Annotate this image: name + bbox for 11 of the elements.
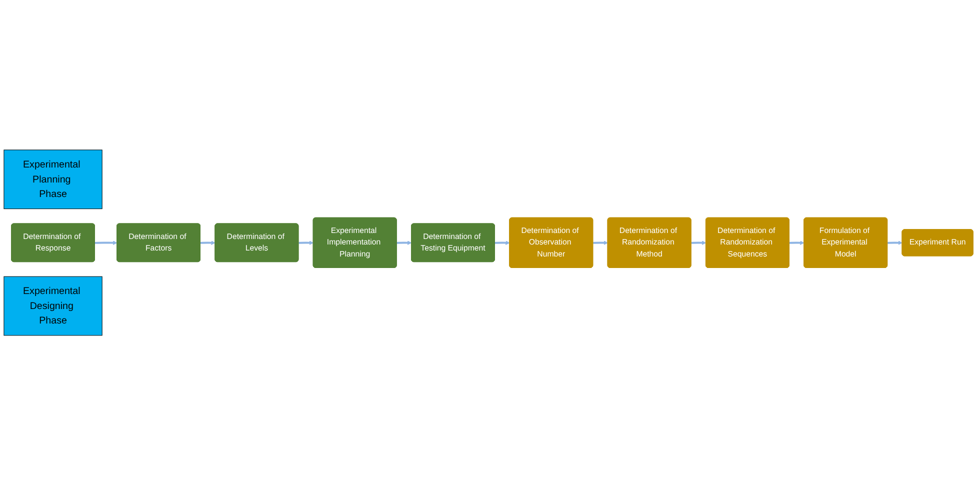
arrow: [396, 240, 412, 245]
arrow: [200, 240, 216, 245]
arrow: [593, 240, 608, 245]
arrow: [789, 240, 804, 245]
arrow: [888, 240, 902, 245]
node-box: Experimental Designing Phase: [4, 276, 102, 336]
arrow: [691, 240, 706, 245]
arrow: [298, 240, 314, 245]
node-box: Experimental Planning Phase: [4, 150, 102, 209]
arrow: [94, 240, 118, 245]
arrow: [494, 240, 510, 245]
